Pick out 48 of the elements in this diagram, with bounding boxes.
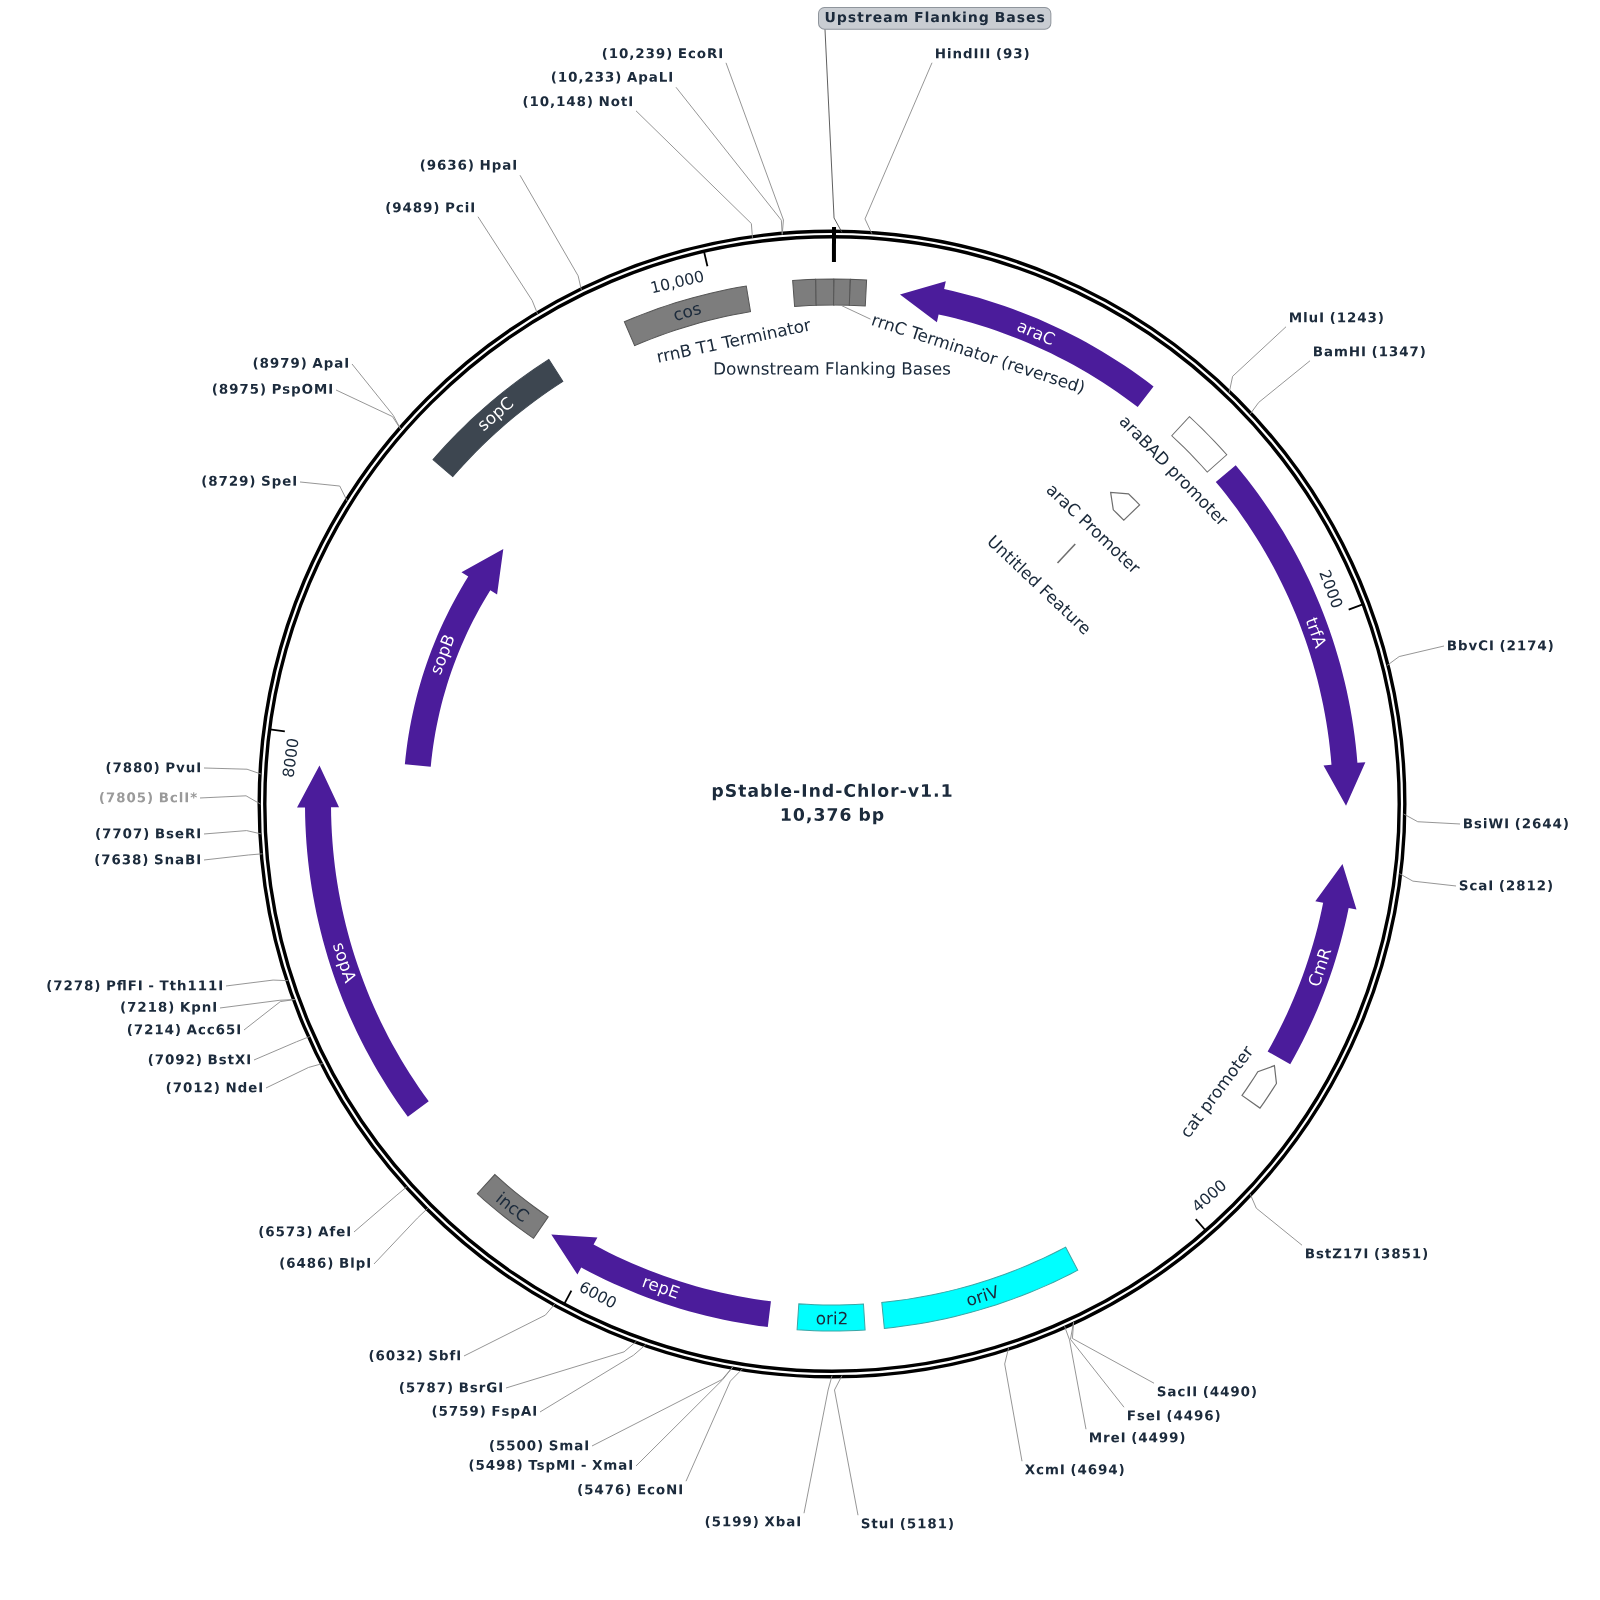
leader-line [1070, 1321, 1125, 1408]
leader-line [219, 999, 296, 1009]
leader-line [803, 1375, 833, 1514]
leader-line [351, 363, 401, 430]
leader-line [635, 1366, 734, 1467]
leader-line [1228, 326, 1287, 394]
leader-line [539, 1344, 647, 1413]
leader-line [299, 481, 348, 502]
leader-line [1249, 1193, 1303, 1246]
gene-feature: CmR [1267, 863, 1357, 1065]
feature-box: ori2 [796, 1303, 866, 1332]
leader-line [243, 999, 296, 1031]
leader-line [203, 767, 262, 775]
leader-line [1399, 873, 1457, 887]
feature-box [833, 278, 851, 306]
leader-line [1071, 1321, 1155, 1384]
leader-line [505, 1340, 637, 1389]
leader-line [1064, 1325, 1087, 1430]
leader-line [635, 110, 753, 239]
leader-line [591, 1366, 734, 1447]
leader-line [477, 216, 538, 315]
leader-line [675, 86, 783, 235]
leader-line [335, 389, 401, 430]
feature-box [848, 278, 868, 307]
leader-line [353, 1186, 408, 1233]
leader-line [685, 1368, 744, 1482]
gene-feature: sopB [404, 549, 504, 767]
leader-line [1004, 1347, 1023, 1462]
leader-line [841, 305, 871, 320]
leader-line [864, 62, 933, 235]
leader-line [203, 830, 262, 835]
leader-line [1249, 360, 1311, 415]
leader-line [824, 29, 843, 233]
leader-line [199, 795, 261, 805]
leader-line [203, 853, 263, 861]
leader-line [225, 979, 289, 987]
leader-line [1386, 645, 1445, 667]
leader-line [725, 62, 784, 235]
leader-line [463, 1303, 556, 1357]
leader-line [834, 1375, 859, 1516]
leader-line [265, 1063, 324, 1089]
leader-line [373, 1207, 429, 1265]
leader-line [1403, 813, 1461, 825]
gene-feature: sopA [297, 765, 429, 1117]
feature-box: oriV [881, 1246, 1079, 1329]
leader-line [253, 1036, 311, 1061]
feature-box [815, 278, 835, 306]
leader-line [519, 174, 582, 291]
